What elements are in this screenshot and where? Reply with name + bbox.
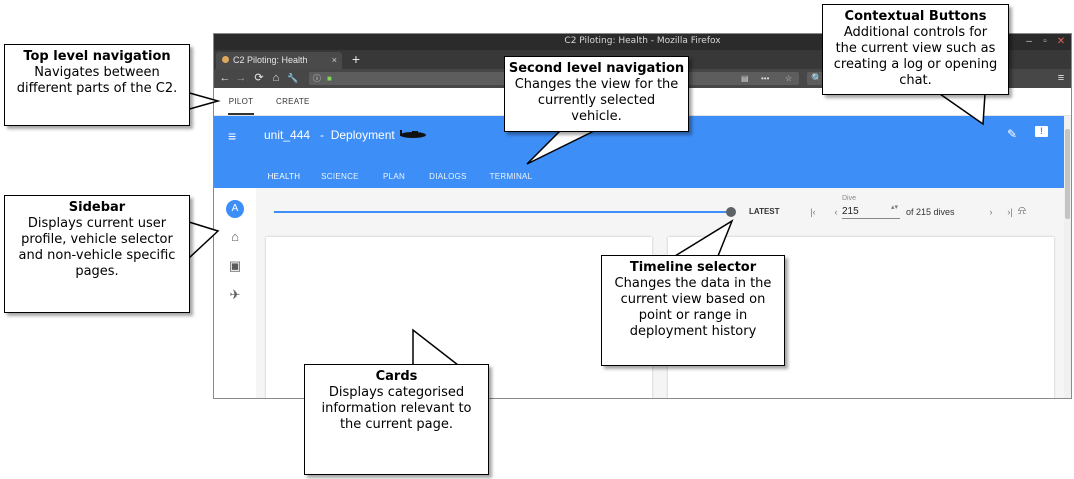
tab-pilot[interactable]: PILOT [228,88,254,115]
callout-line: Changes the data in the [614,276,772,291]
next-dive-icon[interactable]: › [989,207,993,217]
browser-tab[interactable]: C2 Piloting: Health × [216,52,342,69]
timeline-handle[interactable] [726,207,736,217]
callout-title: Cards [375,369,418,384]
callout-line: information relevant to [321,401,472,416]
callout-line: chat. [899,73,932,88]
tools-icon[interactable]: 🔧 [287,73,299,83]
home-icon[interactable]: ⌂ [272,72,280,84]
callout-title: Second level navigation [508,61,685,76]
callout-top-level-navigation: Top level navigation Navigates between d… [4,44,190,126]
hamburger-menu-icon[interactable]: ≡ [228,128,237,144]
callout-title: Contextual Buttons [844,9,987,24]
dive-total: of 215 dives [906,207,955,217]
back-icon[interactable]: ← [219,72,231,84]
latest-button[interactable]: LATEST [749,207,780,216]
forward-icon[interactable]: → [235,72,247,84]
callout-title: Top level navigation [23,49,171,64]
lock-icon: ■ [327,74,332,83]
callout-contextual-buttons: Contextual Buttons Additional controls f… [822,4,1009,95]
last-dive-icon[interactable]: ›| [1007,207,1013,217]
callout-line: point or range in [638,308,748,323]
more-actions-icon[interactable]: ••• [761,74,770,83]
minimize-icon[interactable]: – [1026,36,1032,47]
favicon-icon [222,56,229,63]
callout-line: Additional controls for [843,25,988,40]
close-tab-icon[interactable]: × [331,55,337,65]
tab-health[interactable]: HEALTH [259,170,309,190]
page-scrollbar[interactable] [1064,116,1071,398]
tab-plan[interactable]: PLAN [382,172,406,181]
callout-line: pages. [75,264,119,279]
dive-stepper[interactable]: ▴▾ [891,204,899,211]
callout-line: Displays current user [27,216,167,231]
tab-science[interactable]: SCIENCE [321,172,359,181]
callout-line: vehicle. [571,109,622,124]
timeline-track[interactable] [274,211,734,213]
bookmark-icon[interactable]: ☆ [785,74,793,83]
maximize-icon[interactable]: ▫ [1043,36,1047,47]
first-dive-icon[interactable]: |‹ [810,207,816,217]
callout-cards: Cards Displays categorised information r… [304,364,489,475]
callout-sidebar: Sidebar Displays current user profile, v… [4,195,190,313]
vehicle-title: unit_444 - Deployment [264,128,395,142]
tab-create[interactable]: CREATE [276,97,310,106]
callout-line: Displays categorised [328,385,465,400]
info-icon: ⓘ [313,74,321,83]
callout-line: creating a log or opening [833,57,998,72]
callout-line: and non-vehicle specific [18,248,176,263]
menu-icon[interactable]: ≡ [1057,72,1065,84]
auv-vehicle-icon [400,130,426,138]
callout-line: currently selected [537,93,656,108]
callout-title: Sidebar [68,200,126,215]
sidebar-pages-icon[interactable]: ▣ [228,258,242,273]
callout-title: Timeline selector [629,260,757,275]
prev-dive-icon[interactable]: ‹ [834,207,838,217]
new-tab-button[interactable]: + [351,51,361,67]
window-title: C2 Piloting: Health - Mozilla Firefox [564,36,721,46]
callout-line: the current view such as [835,41,996,56]
dive-label: Dive [842,195,857,202]
callout-line: Changes the view for the [514,77,679,92]
dive-input[interactable]: 215 [842,205,900,219]
sidebar-vehicle-icon[interactable]: ✈ [229,287,241,302]
tab-terminal[interactable]: TERMINAL [489,172,533,181]
sidebar-home-icon[interactable]: ⌂ [231,229,239,244]
browser-tab-title: C2 Piloting: Health [233,55,308,65]
callout-line: deployment history [629,324,757,339]
tab-dialogs[interactable]: DIALOGS [429,172,467,181]
callout-line: Navigates between [34,65,160,80]
alarm-icon[interactable]: ⍾ [1018,203,1026,217]
callout-timeline-selector: Timeline selector Changes the data in th… [601,255,785,366]
callout-line: profile, vehicle selector [21,232,173,247]
reader-icon[interactable]: ▤ [741,74,749,83]
reload-icon[interactable]: ⟳ [254,72,264,84]
scrollbar-thumb[interactable] [1065,129,1070,219]
chat-feedback-button[interactable]: ! [1035,126,1048,137]
callout-second-level-navigation: Second level navigation Changes the view… [504,56,689,132]
close-window-icon[interactable]: ✕ [1056,36,1066,47]
callout-line: the current page. [339,417,454,432]
edit-log-button[interactable]: ✎ [1007,127,1018,141]
callout-line: current view based on [620,292,766,307]
callout-line: different parts of the C2. [16,81,178,96]
sidebar: A ⌂ ▣ ✈ [214,188,257,398]
avatar[interactable]: A [226,200,244,218]
